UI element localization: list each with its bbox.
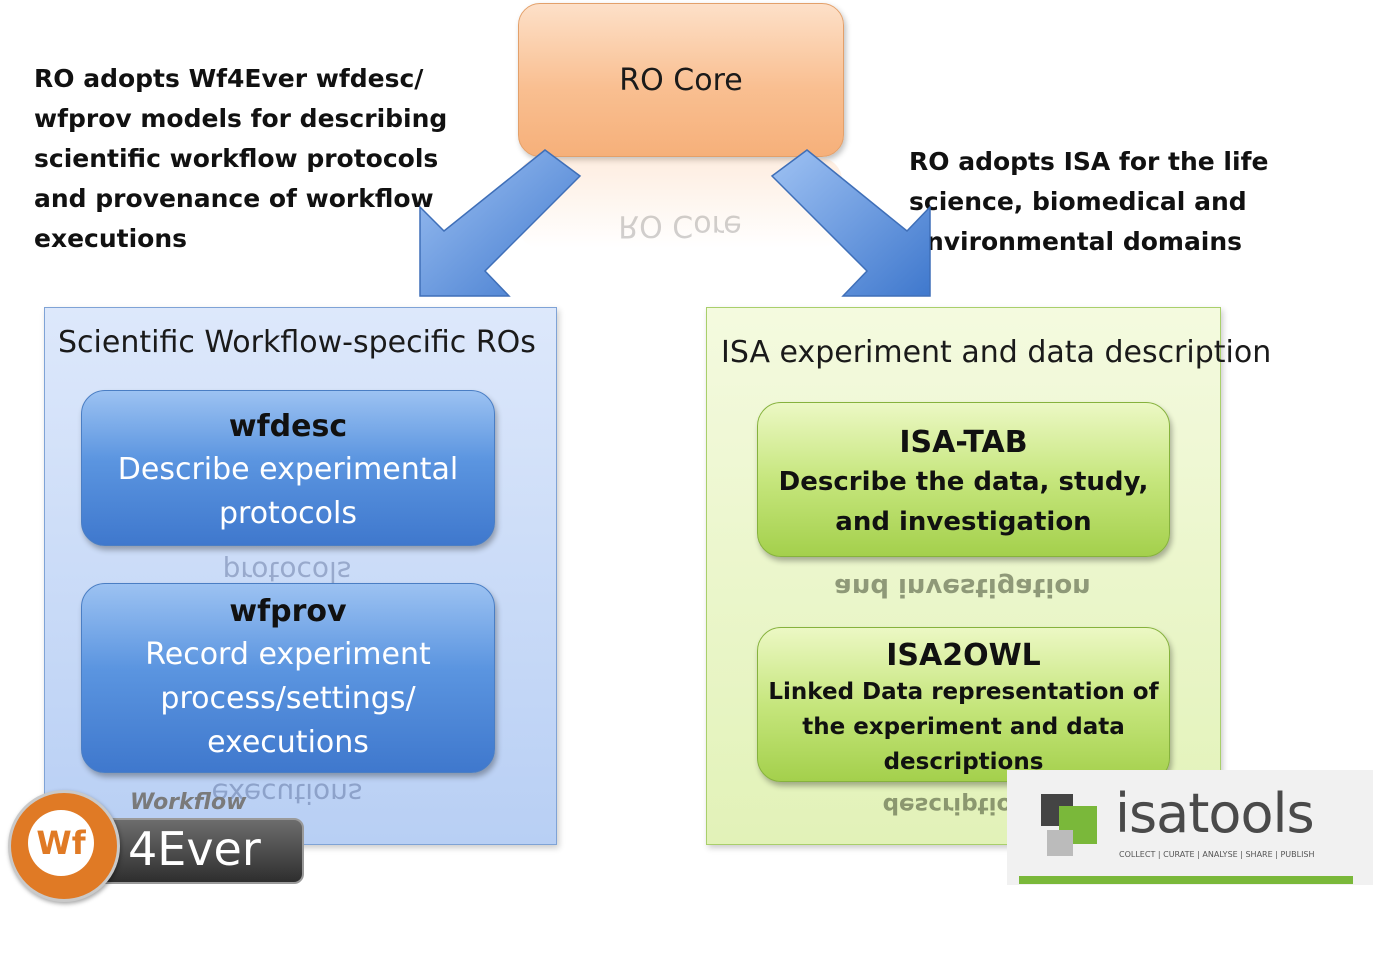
wfprov-desc-line: Record experiment: [145, 637, 431, 672]
left-annotation-line: and provenance of workflow: [34, 184, 434, 213]
isa2owl-desc-line: Linked Data representation of: [768, 679, 1159, 705]
isa2owl-desc-line: the experiment and data: [802, 714, 1125, 740]
wfprov-box: wfprov Record experiment process/setting…: [81, 583, 495, 773]
wfdesc-box: wfdesc Describe experimental protocols: [81, 390, 495, 546]
wf4ever-logo-ring: [8, 790, 120, 902]
wfprov-desc-line: executions: [207, 725, 369, 760]
isa-tab-box: ISA-TAB Describe the data, study, and in…: [757, 402, 1170, 557]
wfdesc-reflection: protocols: [81, 548, 493, 588]
wf4ever-logo-main: 4Ever: [128, 822, 261, 876]
ro-core-box: RO Core: [518, 3, 844, 157]
right-annotation: RO adopts ISA for the life science, biom…: [909, 142, 1349, 262]
left-annotation-line: executions: [34, 224, 188, 253]
isa2owl-title: ISA2OWL: [886, 638, 1041, 673]
isatools-logo-tagline: COLLECT | CURATE | ANALYSE | SHARE | PUB…: [1119, 850, 1315, 859]
arrow-to-workflow-panel: [419, 149, 582, 297]
isatools-logo: isatools COLLECT | CURATE | ANALYSE | SH…: [1007, 770, 1373, 885]
right-annotation-line: environmental domains: [909, 227, 1243, 256]
wfprov-desc-line: process/settings/: [160, 681, 416, 716]
left-annotation-line: scientific workflow protocols: [34, 144, 439, 173]
isatools-logo-mark-grey: [1047, 830, 1073, 856]
wf4ever-logo: Workflow 4Ever Wf: [4, 786, 304, 902]
workflow-panel-title: Scientific Workflow-specific ROs: [58, 325, 536, 360]
isa-tab-title: ISA-TAB: [899, 425, 1028, 460]
wfprov-title: wfprov: [229, 594, 347, 629]
isa-tab-desc-line: Describe the data, study,: [778, 467, 1149, 497]
isa-tab-reflection: and investigation: [757, 562, 1168, 602]
wf4ever-logo-bar: [104, 818, 304, 884]
wfdesc-title: wfdesc: [228, 409, 348, 444]
wf4ever-logo-inner: [28, 810, 94, 876]
left-annotation-line: RO adopts Wf4Ever wfdesc/: [34, 64, 424, 93]
arrow-to-isa-panel: [770, 149, 931, 297]
isatools-logo-underline: [1019, 876, 1353, 884]
left-annotation-line: wfprov models for describing: [34, 104, 448, 133]
isa-panel-title: ISA experiment and data description: [721, 335, 1272, 370]
wf4ever-logo-script: Workflow: [130, 790, 247, 815]
wfdesc-desc-line: Describe experimental: [117, 452, 459, 487]
right-annotation-line: science, biomedical and: [909, 187, 1247, 216]
isatools-logo-name: isatools: [1115, 782, 1315, 845]
isa-tab-desc-line: and investigation: [835, 507, 1092, 537]
isa2owl-box: ISA2OWL Linked Data representation of th…: [757, 627, 1170, 782]
wfdesc-desc-line: protocols: [218, 496, 357, 531]
wf4ever-logo-badge: Wf: [36, 824, 86, 862]
isa-tab-reflection-text: and investigation: [834, 572, 1091, 602]
left-annotation: RO adopts Wf4Ever wfdesc/ wfprov models …: [34, 59, 474, 259]
ro-core-label: RO Core: [619, 62, 743, 98]
right-annotation-line: RO adopts ISA for the life: [909, 147, 1269, 176]
